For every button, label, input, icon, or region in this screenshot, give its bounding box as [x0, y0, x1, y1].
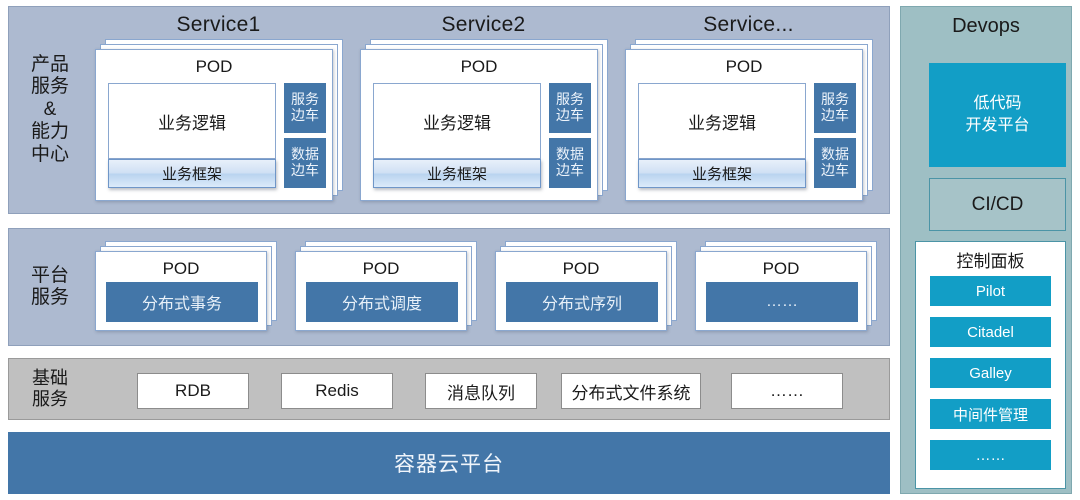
control-panel-box: 控制面板 Pilot Citadel Galley 中间件管理 …… — [915, 241, 1066, 489]
business-framework-box-3: 业务框架 — [638, 159, 806, 188]
service-column-1[interactable]: Service1 POD 业务逻辑 业务框架 服务 边车 数据 边车 — [91, 7, 346, 213]
platform-service-name-4: …… — [706, 282, 858, 322]
service-sidecar-3: 服务 边车 — [814, 83, 856, 133]
platform-service-name-3: 分布式序列 — [506, 282, 658, 322]
data-sidecar-1: 数据 边车 — [284, 138, 326, 188]
service-sidecar-1: 服务 边车 — [284, 83, 326, 133]
business-logic-box-1: 业务逻辑 — [108, 83, 276, 159]
platform-pod-stack-4: POD …… — [695, 241, 877, 331]
pod-body-3: 业务逻辑 业务框架 — [638, 83, 806, 188]
data-sidecar-3: 数据 边车 — [814, 138, 856, 188]
pod-body-2: 业务逻辑 业务框架 — [373, 83, 541, 188]
control-panel-item-middleware-management[interactable]: 中间件管理 — [930, 399, 1051, 429]
pod-stack-2: POD 业务逻辑 业务框架 服务 边车 数据 边车 — [360, 39, 608, 201]
platform-pod-label-4: POD — [762, 259, 800, 278]
platform-pod-card-1[interactable]: POD 分布式事务 — [95, 251, 267, 331]
platform-pod-stack-1: POD 分布式事务 — [95, 241, 277, 331]
platform-pod-label-2: POD — [362, 259, 400, 278]
platform-pod-label-3: POD — [562, 259, 600, 278]
control-panel-item-galley[interactable]: Galley — [930, 358, 1051, 388]
control-panel-title: 控制面板 — [956, 252, 1025, 271]
platform-pod-stack-2: POD 分布式调度 — [295, 241, 477, 331]
pod-stack-3: POD 业务逻辑 业务框架 服务 边车 数据 边车 — [625, 39, 873, 201]
pod-label-1: POD — [195, 57, 233, 76]
section-label-basic-services: 基础 服务 — [32, 367, 68, 409]
basic-service-distributed-file-system[interactable]: 分布式文件系统 — [561, 373, 701, 409]
control-panel-item-citadel[interactable]: Citadel — [930, 317, 1051, 347]
container-cloud-platform-band: 容器云平台 — [8, 432, 890, 494]
pod-stack-1: POD 业务逻辑 业务框架 服务 边车 数据 边车 — [95, 39, 343, 201]
business-logic-box-2: 业务逻辑 — [373, 83, 541, 159]
pod-label-2: POD — [460, 57, 498, 76]
platform-pod-label-1: POD — [162, 259, 200, 278]
service-sidecar-2: 服务 边车 — [549, 83, 591, 133]
main-architecture-stack: 产品 服务 & 能力 中心 Service1 POD 业务逻辑 业务框架 服务 … — [8, 6, 890, 496]
business-framework-box-2: 业务框架 — [373, 159, 541, 188]
service-column-2[interactable]: Service2 POD 业务逻辑 业务框架 服务 边车 数据 边车 — [356, 7, 611, 213]
data-sidecar-2: 数据 边车 — [549, 138, 591, 188]
pod-card-front-1[interactable]: POD 业务逻辑 业务框架 服务 边车 数据 边车 — [95, 49, 333, 201]
platform-pod-stack-3: POD 分布式序列 — [495, 241, 677, 331]
service-title-1: Service1 — [176, 13, 261, 36]
section-label-product-services: 产品 服务 & 能力 中心 — [30, 53, 69, 165]
platform-service-name-2: 分布式调度 — [306, 282, 458, 322]
pod-body-1: 业务逻辑 业务框架 — [108, 83, 276, 188]
basic-service-message-queue[interactable]: 消息队列 — [425, 373, 537, 409]
section-platform-services: 平台 服务 POD 分布式事务 POD 分布式调度 — [8, 228, 890, 346]
platform-pod-card-2[interactable]: POD 分布式调度 — [295, 251, 467, 331]
service-column-3[interactable]: Service... POD 业务逻辑 业务框架 服务 边车 数据 边车 — [621, 7, 876, 213]
platform-pod-card-3[interactable]: POD 分布式序列 — [495, 251, 667, 331]
pod-label-3: POD — [725, 57, 763, 76]
business-framework-box-1: 业务框架 — [108, 159, 276, 188]
basic-service-rdb[interactable]: RDB — [137, 373, 249, 409]
basic-service-redis[interactable]: Redis — [281, 373, 393, 409]
service-title-3: Service... — [703, 13, 794, 36]
section-label-platform-services: 平台 服务 — [30, 264, 69, 308]
section-product-services: 产品 服务 & 能力 中心 Service1 POD 业务逻辑 业务框架 服务 … — [8, 6, 890, 214]
devops-panel: Devops 低代码 开发平台 CI/CD 控制面板 Pilot Citadel… — [900, 6, 1072, 494]
business-logic-box-3: 业务逻辑 — [638, 83, 806, 159]
platform-pod-card-4[interactable]: POD …… — [695, 251, 867, 331]
control-panel-item-more[interactable]: …… — [930, 440, 1051, 470]
devops-title: Devops — [952, 15, 1020, 37]
pod-card-front-3[interactable]: POD 业务逻辑 业务框架 服务 边车 数据 边车 — [625, 49, 863, 201]
cicd-box[interactable]: CI/CD — [929, 178, 1066, 231]
low-code-platform-box[interactable]: 低代码 开发平台 — [929, 63, 1066, 167]
platform-service-name-1: 分布式事务 — [106, 282, 258, 322]
basic-service-more[interactable]: …… — [731, 373, 843, 409]
control-panel-item-pilot[interactable]: Pilot — [930, 276, 1051, 306]
service-title-2: Service2 — [441, 13, 526, 36]
pod-card-front-2[interactable]: POD 业务逻辑 业务框架 服务 边车 数据 边车 — [360, 49, 598, 201]
section-basic-services: 基础 服务 RDB Redis 消息队列 分布式文件系统 …… — [8, 358, 890, 420]
